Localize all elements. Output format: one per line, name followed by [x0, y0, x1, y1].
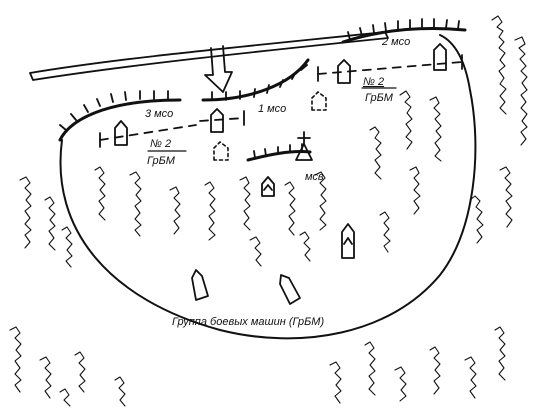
vehicle-bottom-right — [279, 274, 301, 305]
vehicle-grbm-right — [337, 59, 351, 84]
diagram-caption: Группа боевых машин (ГрБМ) — [172, 316, 324, 328]
vegetation-center-8 — [249, 236, 262, 267]
vegetation-left-1 — [19, 176, 32, 249]
vegetation-bottom-left-4 — [114, 376, 126, 407]
trench-lines — [58, 27, 467, 162]
vegetation-center-3 — [239, 176, 251, 231]
label-company-1: 1 мсо — [258, 103, 286, 115]
road-strip — [29, 31, 389, 81]
vegetation-bottom-right-3 — [394, 366, 407, 402]
vegetation-center-2 — [284, 181, 296, 236]
vehicle-grbm-left — [114, 120, 128, 146]
vegetation-center-1 — [314, 171, 327, 231]
vegetation-inner-right-2 — [429, 96, 442, 162]
vegetation-bottom-right-2 — [364, 341, 376, 396]
trench-ticks — [59, 18, 460, 159]
vegetation-left-3 — [61, 226, 73, 268]
trench-company-2 — [341, 27, 467, 44]
label-group-right-number: № 2 — [363, 76, 384, 88]
link-right — [317, 61, 463, 75]
link-left — [99, 124, 197, 141]
vehicle-bottom-left — [191, 269, 209, 301]
vegetation-bottom-left-1 — [9, 326, 22, 393]
vegetation-center-5 — [169, 186, 181, 235]
label-group-right-abbr: ГрБМ — [365, 92, 394, 104]
command-post-symbol — [295, 131, 313, 161]
vegetation-inner-right-1 — [399, 90, 413, 150]
vegetation-inner-right-3 — [369, 126, 382, 180]
label-company-3: 3 мсо — [145, 108, 173, 120]
vegetation-left-2 — [44, 196, 56, 251]
label-command-post: мсв — [305, 171, 324, 183]
vehicles — [114, 43, 447, 305]
reserve-marker-1 — [213, 141, 229, 161]
reserve-marker-2 — [311, 91, 327, 111]
vehicle-center-right — [341, 223, 355, 259]
label-company-2: 2 мсо — [381, 36, 410, 48]
advance-arrow — [204, 45, 233, 93]
label-group-left-abbr: ГрБМ — [147, 155, 176, 167]
vehicle-2mso — [433, 43, 447, 71]
vegetation-right-edge — [514, 36, 528, 146]
vegetation-bottom-right-1 — [329, 361, 342, 404]
vehicle-center — [261, 176, 275, 197]
reserve-markers — [213, 91, 327, 161]
vegetation-center-9 — [299, 231, 311, 262]
vegetation-bottom-right-4 — [429, 346, 441, 395]
vegetation-bottom-left-5 — [59, 388, 71, 407]
dashed-links — [99, 61, 463, 141]
defense-area-outline — [59, 34, 477, 340]
trench-company-1 — [201, 58, 310, 102]
vegetation-bottom-left-3 — [74, 351, 86, 393]
vehicle-1mso — [210, 108, 224, 133]
vegetation-inner-right-4 — [409, 166, 421, 215]
vegetation-center-6 — [129, 171, 142, 237]
vegetation — [9, 15, 528, 407]
vegetation-bottom-left-2 — [39, 356, 52, 399]
vegetation-bottom-right-6 — [494, 326, 506, 381]
vegetation-center-7 — [94, 166, 106, 221]
vegetation-top-right — [491, 15, 507, 115]
vegetation-center-4 — [204, 181, 216, 241]
trench-platoon — [246, 150, 312, 162]
vegetation-right-edge-2 — [499, 166, 513, 228]
trench-company-3 — [58, 98, 182, 142]
label-group-left-number: № 2 — [150, 138, 171, 150]
link-endcaps — [99, 54, 463, 148]
link-mid — [199, 117, 245, 122]
vegetation-right-edge-3 — [469, 195, 484, 244]
vegetation-bottom-right-5 — [464, 356, 477, 399]
vegetation-inner-right-5 — [379, 211, 391, 253]
